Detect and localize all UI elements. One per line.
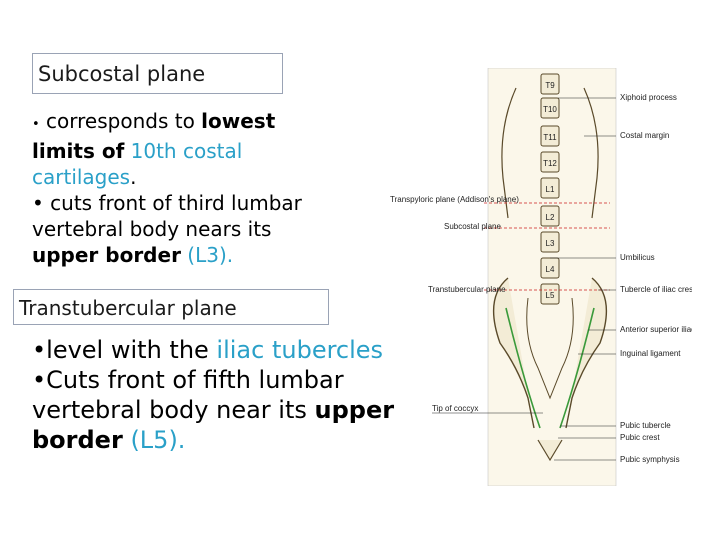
left-labels: Transpyloric plane (Addison's plane) Subc… bbox=[390, 195, 519, 413]
vertebra-label: T10 bbox=[543, 105, 557, 114]
vertebra-label: T12 bbox=[543, 159, 557, 168]
vertebra-label: L5 bbox=[546, 291, 555, 300]
vertebra-t9 bbox=[540, 73, 560, 95]
vertebra-t12 bbox=[540, 151, 560, 173]
pubic-symphysis-shape bbox=[537, 439, 563, 462]
vertebra-label: L4 bbox=[546, 265, 555, 274]
emphasis: upper border bbox=[32, 396, 395, 454]
emphasis: lowest limits of bbox=[32, 109, 276, 163]
right-leader-lines bbox=[550, 97, 616, 461]
bullet: • bbox=[32, 366, 47, 394]
transtubercular-description: •level with the iliac tubercles •Cuts fr… bbox=[32, 335, 402, 455]
right-label: Umbilicus bbox=[620, 253, 655, 262]
vertebra-label: L2 bbox=[546, 213, 555, 222]
costal-margin-outline bbox=[501, 87, 599, 219]
bullet: • bbox=[32, 336, 47, 364]
vertebra-l5 bbox=[540, 283, 560, 305]
vertebra-label: T11 bbox=[543, 133, 557, 142]
bullet: • bbox=[32, 117, 40, 132]
pelvis-outline bbox=[492, 277, 608, 429]
left-label: Tip of coccyx bbox=[432, 404, 478, 413]
highlight: iliac tubercles bbox=[216, 336, 384, 364]
text: cuts front of third lumbar vertebral bod… bbox=[32, 191, 302, 241]
highlight: (L5). bbox=[130, 426, 186, 454]
text: level with the bbox=[46, 336, 217, 364]
subcostal-heading-box: Subcostal plane bbox=[32, 53, 283, 94]
vertebra-label: T9 bbox=[545, 81, 555, 90]
vertebra-l1 bbox=[540, 177, 560, 199]
inguinal-ligament-lines bbox=[505, 307, 595, 429]
sacrum-outline bbox=[526, 297, 574, 400]
vertebra-l2 bbox=[540, 205, 560, 227]
right-label: Tubercle of iliac crest bbox=[620, 285, 692, 294]
left-label: Transpyloric plane (Addison's plane) bbox=[390, 195, 519, 204]
text: Cuts front of fifth lumbar vertebral bod… bbox=[32, 366, 344, 424]
vertebra-label: L3 bbox=[546, 239, 555, 248]
highlight: 10th costal cartilages bbox=[32, 139, 243, 189]
emphasis: upper border bbox=[32, 243, 181, 267]
vertebra-l3 bbox=[540, 231, 560, 253]
right-label: Inguinal ligament bbox=[620, 349, 681, 358]
text: corresponds to bbox=[39, 109, 202, 133]
right-label: Anterior superior iliac spine bbox=[620, 325, 692, 334]
highlight: (L3). bbox=[187, 243, 234, 267]
subcostal-heading: Subcostal plane bbox=[38, 62, 206, 86]
left-label: Transtubercular plane bbox=[428, 285, 506, 294]
bullet: • bbox=[32, 191, 44, 215]
vertebra-label: L1 bbox=[546, 185, 555, 194]
right-label: Pubic symphysis bbox=[620, 455, 680, 464]
transtubercular-heading: Transtubercular plane bbox=[19, 296, 237, 320]
text: . bbox=[130, 165, 137, 189]
vertebra-t11 bbox=[540, 125, 560, 147]
transtubercular-heading-box: Transtubercular plane bbox=[13, 289, 329, 325]
right-label: Xiphoid process bbox=[620, 93, 677, 102]
right-label: Costal margin bbox=[620, 131, 669, 140]
subcostal-description: • corresponds to lowest limits of 10th c… bbox=[32, 108, 332, 268]
right-label: Pubic crest bbox=[620, 433, 660, 442]
vertebra-t10 bbox=[540, 97, 560, 119]
left-label: Subcostal plane bbox=[444, 222, 501, 231]
right-label: Pubic tubercle bbox=[620, 421, 671, 430]
